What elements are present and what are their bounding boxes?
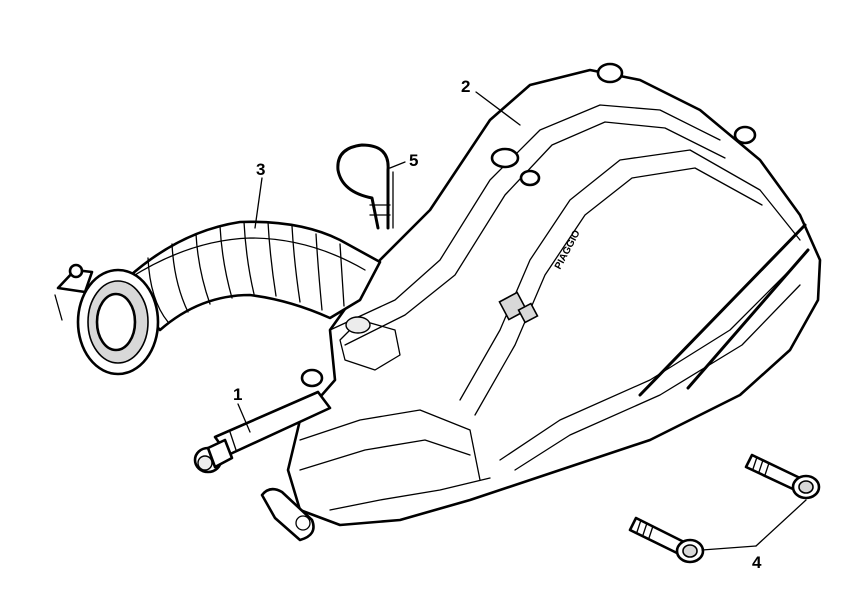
screw-lower <box>628 516 705 564</box>
breather-tube <box>193 390 332 474</box>
callout-2: 2 <box>461 77 470 96</box>
screw-upper <box>744 453 821 500</box>
callout-1: 1 <box>233 385 242 404</box>
spring-clip <box>336 143 394 230</box>
callout-3: 3 <box>256 160 265 179</box>
callout-4: 4 <box>752 553 762 572</box>
air-filter-housing <box>260 62 822 542</box>
intake-duct <box>54 220 382 376</box>
leader-lines <box>237 91 807 551</box>
callout-5: 5 <box>409 151 418 170</box>
